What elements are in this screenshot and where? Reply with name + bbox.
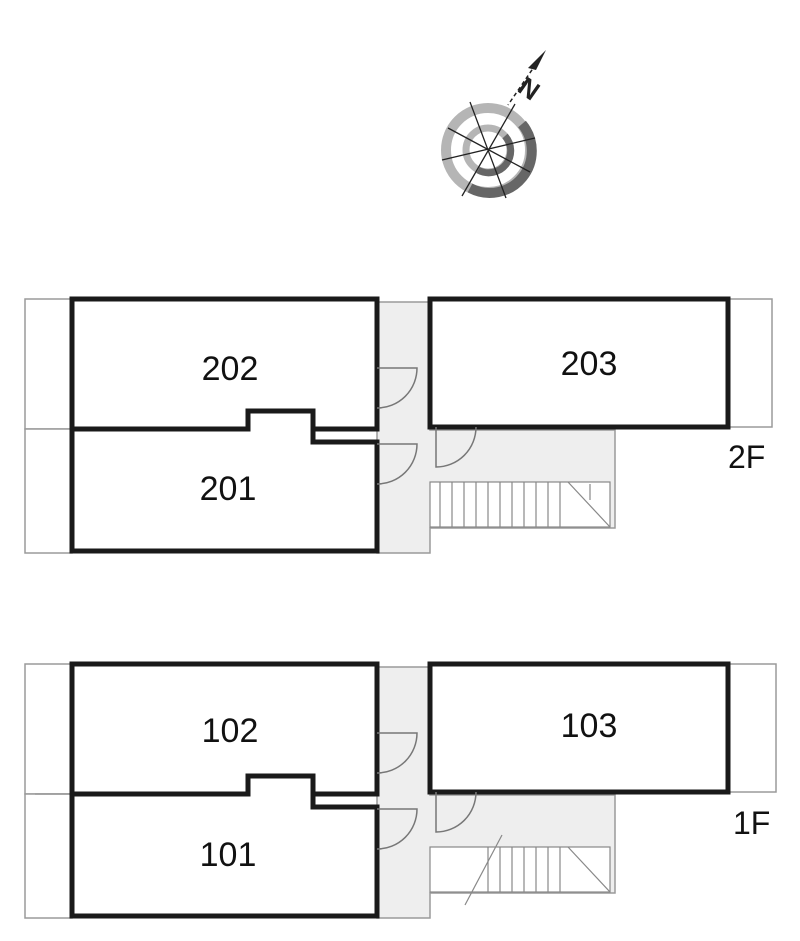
stairs-1f	[429, 834, 611, 906]
unit-label-201: 201	[200, 470, 257, 508]
balcony-201	[24, 428, 73, 554]
door-201	[376, 443, 418, 485]
north-label: N	[513, 71, 546, 106]
unit-102-room	[69, 661, 380, 797]
floor-2f-plan: 202 201 203 2F	[24, 296, 773, 554]
floor-1f-plan: 102 101 103 1F	[24, 661, 777, 919]
door-101	[376, 808, 418, 850]
balcony-103	[727, 663, 777, 793]
balcony-102	[24, 663, 73, 795]
door-202	[376, 367, 418, 409]
unit-label-103: 103	[561, 707, 618, 745]
balcony-202	[24, 298, 73, 430]
unit-103-room	[427, 661, 731, 795]
door-103	[435, 791, 477, 833]
balcony-101	[24, 793, 73, 919]
unit-201-room	[69, 408, 380, 554]
compass-rose-icon: N	[441, 50, 546, 199]
floor-label-1f: 1F	[733, 805, 770, 841]
door-102	[376, 732, 418, 774]
unit-label-203: 203	[561, 345, 618, 383]
unit-label-101: 101	[200, 836, 257, 874]
balcony-203	[727, 298, 773, 428]
unit-label-102: 102	[202, 712, 259, 750]
unit-203-room	[427, 296, 731, 430]
unit-label-202: 202	[202, 350, 259, 388]
unit-101-room	[69, 773, 380, 919]
stairs-2f	[429, 481, 611, 528]
floor-label-2f: 2F	[728, 439, 765, 475]
door-203	[435, 426, 477, 468]
